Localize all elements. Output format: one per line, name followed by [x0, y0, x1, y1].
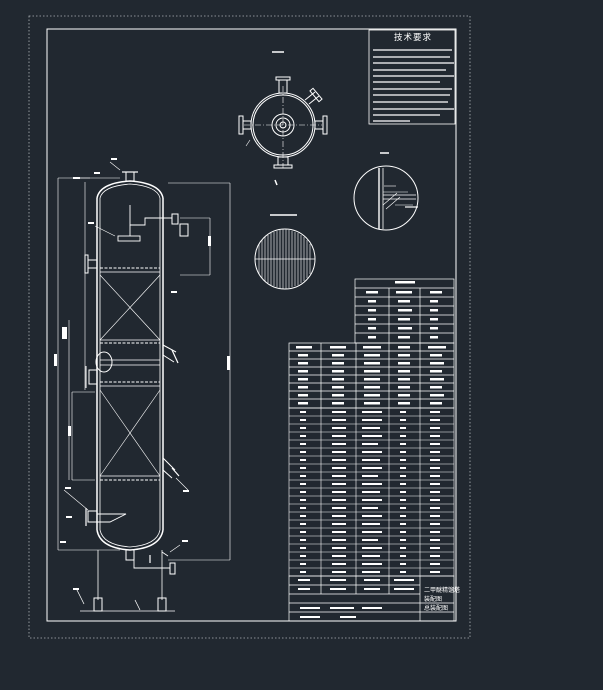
grid-plate-section — [254, 214, 316, 290]
drawing-frame — [46, 28, 457, 622]
title-block-name: 二甲醚精馏塔 — [424, 587, 461, 594]
title-block — [288, 575, 455, 622]
nozzle-table-top — [354, 278, 455, 344]
parts-list-rows — [289, 415, 454, 569]
column-elevation — [57, 161, 231, 612]
design-data-table — [288, 342, 455, 409]
paper-boundary — [28, 15, 471, 639]
tech-requirements-title: 技术要求 — [393, 33, 432, 43]
parts-list-text — [300, 411, 440, 573]
design-data-table-text — [296, 346, 446, 405]
title-block-text — [298, 579, 414, 618]
nozzle-table-top-text — [366, 281, 442, 339]
annotation-bars — [54, 158, 230, 590]
detail-view-circle — [353, 152, 419, 231]
tech-requirements-box — [368, 29, 456, 125]
title-block-subtitle: 装配图 — [424, 596, 443, 603]
top-view-nozzle-orientation — [238, 51, 328, 186]
title-block-sheet: 总装配图 — [424, 605, 449, 612]
